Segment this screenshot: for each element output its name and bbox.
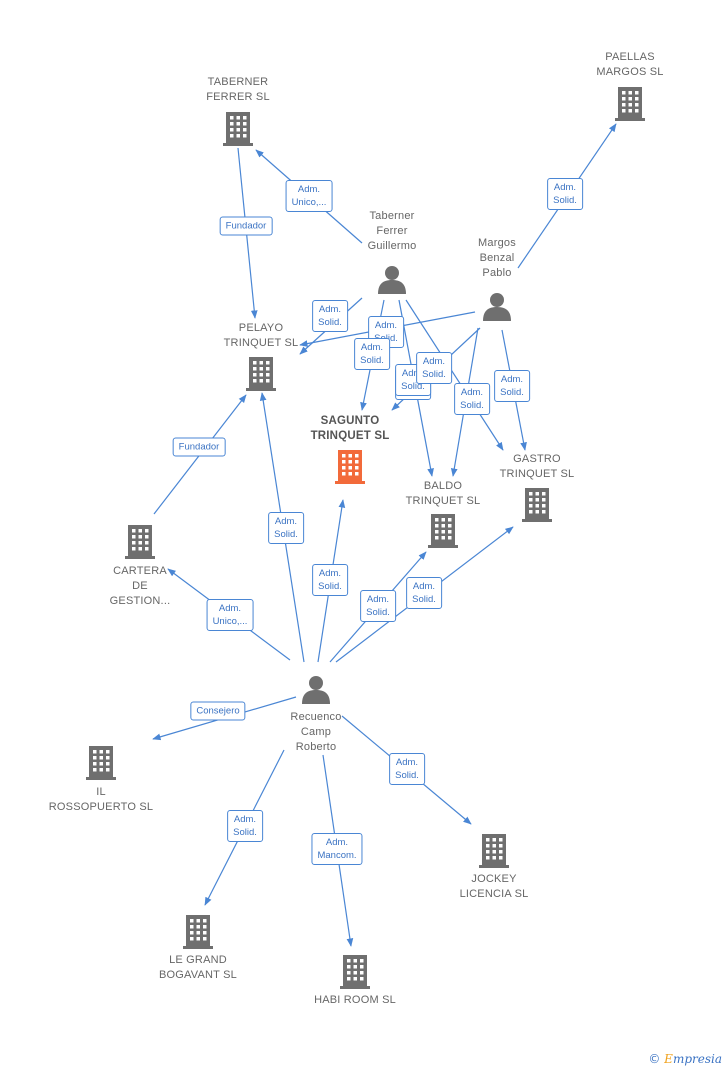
building-icon[interactable]	[522, 486, 552, 527]
node-label-baldo[interactable]: BALDO TRINQUET SL	[405, 480, 481, 507]
brand-name: mpresia	[672, 1052, 722, 1066]
node-label-il-rosso[interactable]: IL ROSSOPUERTO SL	[48, 786, 154, 813]
edge-label-recuenco-to-pelayo[interactable]: Adm. Solid.	[268, 512, 304, 544]
node-label-cartera[interactable]: CARTERA DE GESTION...	[109, 565, 171, 607]
edge-taberner_p-to-gastro	[405, 299, 504, 451]
node-label-sagunto[interactable]: SAGUNTO TRINQUET SL	[310, 415, 390, 442]
building-icon[interactable]	[183, 913, 213, 954]
building-icon[interactable]	[86, 744, 116, 785]
edge-label-recuenco-to-cartera[interactable]: Adm. Unico,...	[206, 599, 254, 631]
edge-label-recuenco-to-baldo[interactable]: Adm. Solid.	[360, 590, 396, 622]
edge-label-recuenco-to-legrand[interactable]: Adm. Solid.	[227, 810, 263, 842]
node-label-taberner-sl[interactable]: TABERNER FERRER SL	[206, 76, 270, 103]
node-label-gastro[interactable]: GASTRO TRINQUET SL	[499, 453, 575, 480]
focus-building-icon[interactable]	[335, 448, 365, 489]
edge-label-recuenco-to-jockey[interactable]: Adm. Solid.	[389, 753, 425, 785]
brand-watermark: © Empresia	[648, 1052, 722, 1066]
node-label-recuenco[interactable]: Recuenco Camp Roberto	[290, 711, 342, 753]
building-icon[interactable]	[615, 85, 645, 126]
edge-label-margos_p-to-paellas[interactable]: Adm. Solid.	[547, 178, 583, 210]
node-label-taberner-p[interactable]: Taberner Ferrer Guillermo	[367, 210, 417, 252]
edge-label-margos_p-to-baldo[interactable]: Adm. Solid.	[454, 383, 490, 415]
person-icon[interactable]	[377, 264, 407, 299]
node-label-habi[interactable]: HABI ROOM SL	[314, 994, 396, 1006]
edge-label-recuenco-to-habi[interactable]: Adm. Mancom.	[311, 833, 363, 865]
edge-label-taberner_p-to-pelayo[interactable]: Adm. Solid.	[312, 300, 348, 332]
copyright-symbol: ©	[648, 1052, 661, 1066]
node-label-legrand[interactable]: LE GRAND BOGAVANT SL	[158, 954, 238, 981]
building-icon[interactable]	[479, 832, 509, 873]
edge-label-recuenco-to-gastro[interactable]: Adm. Solid.	[406, 577, 442, 609]
edge-label-recuenco-to-sagunto[interactable]: Adm. Solid.	[312, 564, 348, 596]
building-icon[interactable]	[125, 523, 155, 564]
node-label-margos-p[interactable]: Margos Benzal Pablo	[478, 237, 516, 279]
node-label-jockey[interactable]: JOCKEY LICENCIA SL	[459, 873, 529, 900]
edge-label-taberner_p-to-gastro[interactable]: Adm. Solid.	[416, 352, 452, 384]
node-label-pelayo[interactable]: PELAYO TRINQUET SL	[223, 322, 299, 349]
building-icon[interactable]	[428, 512, 458, 553]
building-icon[interactable]	[246, 355, 276, 396]
edge-label-cartera-to-pelayo[interactable]: Fundador	[172, 437, 226, 457]
person-icon[interactable]	[301, 674, 331, 709]
node-label-paellas[interactable]: PAELLAS MARGOS SL	[596, 51, 664, 78]
building-icon[interactable]	[340, 953, 370, 994]
edge-label-taberner_p-to-taberner_sl[interactable]: Adm. Unico,...	[285, 180, 333, 212]
building-icon[interactable]	[223, 110, 253, 151]
brand-initial: E	[664, 1052, 673, 1066]
edge-label-taberner_p-to-sagunto[interactable]: Adm. Solid.	[354, 338, 390, 370]
edge-label-margos_p-to-gastro[interactable]: Adm. Solid.	[494, 370, 530, 402]
edge-label-recuenco-to-il_rosso[interactable]: Consejero	[190, 701, 246, 721]
person-icon[interactable]	[482, 291, 512, 326]
edge-label-taberner_sl-to-pelayo[interactable]: Fundador	[219, 216, 273, 236]
